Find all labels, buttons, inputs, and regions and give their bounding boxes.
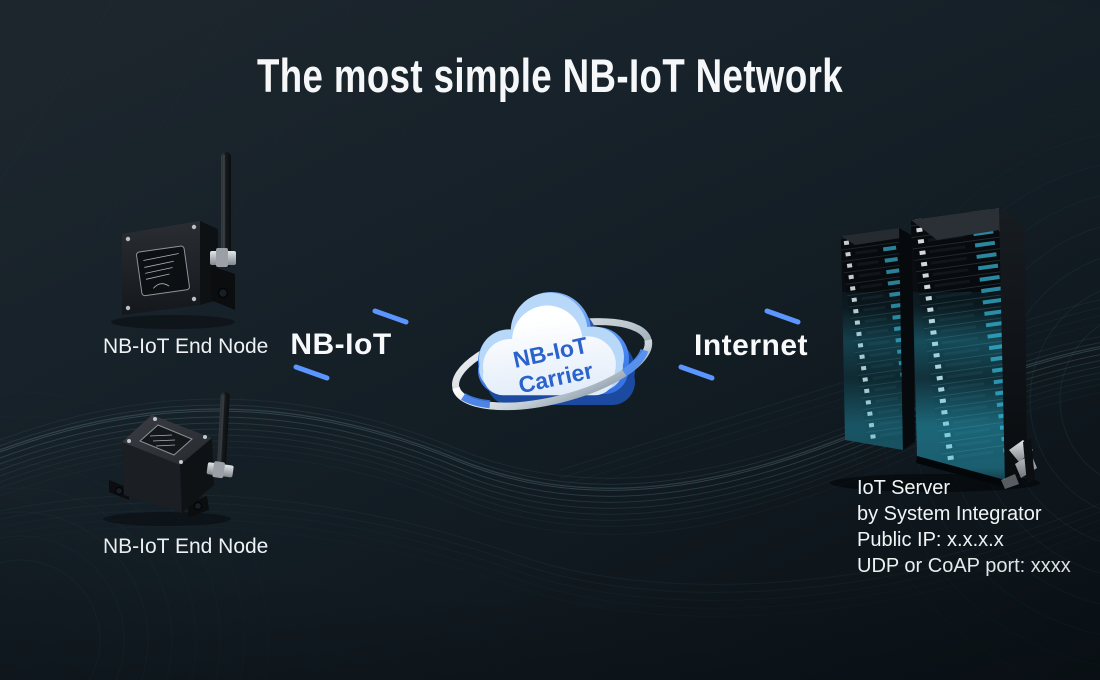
vignette-overlay — [0, 0, 1100, 680]
nbiot-network-diagram: The most simple NB-IoT Network — [0, 0, 1100, 680]
